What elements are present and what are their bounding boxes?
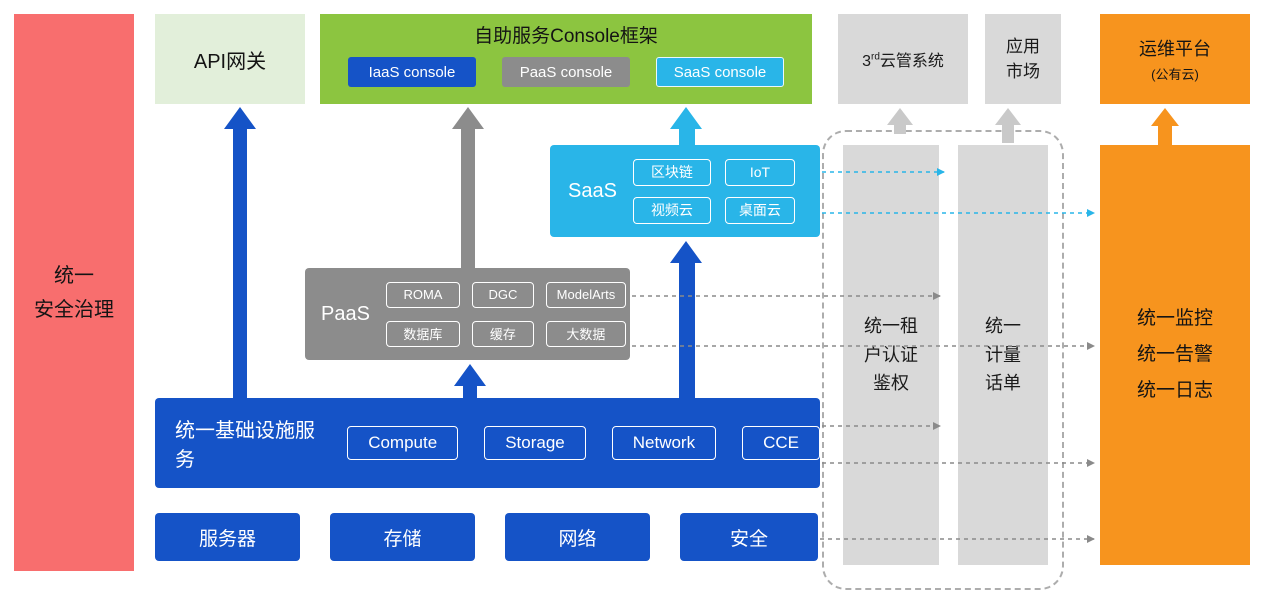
security-box: 安全 bbox=[680, 513, 818, 561]
infra-chip-cce: CCE bbox=[742, 426, 820, 460]
api-gateway-box: API网关 bbox=[155, 14, 305, 104]
metering-billing-bar: 统一 计量 话单 bbox=[958, 145, 1048, 565]
tenant-auth-bar: 统一租 户认证 鉴权 bbox=[843, 145, 939, 565]
paas-console-chip: PaaS console bbox=[502, 57, 630, 87]
security-governance-bar: 统一 安全治理 bbox=[14, 14, 134, 571]
om-platform-label: 运维平台 (公有云) bbox=[1139, 35, 1211, 83]
paas-chip-roma: ROMA bbox=[385, 281, 460, 308]
infra-chip-storage: Storage bbox=[484, 426, 586, 460]
paas-services-grid: ROMA DGC ModelArts 数据库 缓存 大数据 bbox=[385, 281, 626, 347]
monitoring-alarm-log-box: 统一监控 统一告警 统一日志 bbox=[1100, 145, 1250, 565]
infrastructure-box: 统一基础设施服务 Compute Storage Network CCE bbox=[155, 398, 820, 488]
server-box: 服务器 bbox=[155, 513, 300, 561]
iaas-console-chip: IaaS console bbox=[348, 57, 476, 87]
shared-services-dashed-container bbox=[822, 130, 1064, 590]
arrow-infra-to-saas bbox=[670, 241, 702, 398]
paas-chip-database: 数据库 bbox=[385, 320, 460, 347]
saas-chip-video-cloud: 视频云 bbox=[632, 196, 711, 224]
third-party-prefix: 3 bbox=[862, 53, 871, 70]
storage-label: 存储 bbox=[383, 528, 422, 550]
infra-chip-compute: Compute bbox=[347, 426, 459, 460]
saas-box: SaaS 区块链 IoT 视频云 桌面云 bbox=[550, 145, 820, 237]
security-governance-label: 统一 安全治理 bbox=[34, 264, 114, 321]
server-label: 服务器 bbox=[198, 528, 256, 550]
app-market-box: 应用 市场 bbox=[985, 14, 1061, 104]
arrow-infra-to-api-gateway bbox=[224, 107, 256, 398]
paas-box: PaaS ROMA DGC ModelArts 数据库 缓存 大数据 bbox=[305, 268, 630, 360]
network-box: 网络 bbox=[505, 513, 650, 561]
om-platform-line2: (公有云) bbox=[1151, 67, 1199, 82]
saas-chip-desktop-cloud: 桌面云 bbox=[724, 196, 795, 224]
infrastructure-label: 统一基础设施服务 bbox=[175, 420, 315, 471]
arrow-paas-to-console bbox=[452, 107, 484, 268]
third-party-suffix: 云管系统 bbox=[879, 53, 944, 70]
infra-chip-network: Network bbox=[611, 426, 717, 460]
paas-chip-bigdata: 大数据 bbox=[545, 320, 626, 347]
monitoring-alarm-log-label: 统一监控 统一告警 统一日志 bbox=[1136, 307, 1213, 402]
infrastructure-services-row: Compute Storage Network CCE bbox=[347, 426, 820, 460]
paas-chip-cache: 缓存 bbox=[471, 320, 534, 347]
metering-billing-label: 统一 计量 话单 bbox=[985, 315, 1021, 394]
paas-chip-modelarts: ModelArts bbox=[545, 281, 626, 308]
third-party-superscript: rd bbox=[870, 51, 880, 63]
tenant-auth-label: 统一租 户认证 鉴权 bbox=[864, 315, 918, 394]
third-party-cloud-label: 3rd云管系统 bbox=[862, 47, 944, 71]
saas-label: SaaS bbox=[568, 179, 617, 202]
om-platform-line1: 运维平台 bbox=[1139, 39, 1211, 59]
arrow-saas-to-console bbox=[670, 107, 702, 145]
arrow-infra-to-paas bbox=[454, 364, 486, 398]
saas-services-grid: 区块链 IoT 视频云 桌面云 bbox=[632, 158, 795, 224]
saas-chip-blockchain: 区块链 bbox=[632, 158, 711, 186]
arrow-monitoring-to-om-platform bbox=[1151, 108, 1179, 146]
saas-chip-iot: IoT bbox=[724, 158, 795, 186]
paas-chip-dgc: DGC bbox=[471, 281, 534, 308]
storage-box: 存储 bbox=[330, 513, 475, 561]
paas-label: PaaS bbox=[321, 302, 370, 325]
om-platform-box: 运维平台 (公有云) bbox=[1100, 14, 1250, 104]
third-party-cloud-box: 3rd云管系统 bbox=[838, 14, 968, 104]
api-gateway-label: API网关 bbox=[193, 50, 267, 73]
console-framework-title: 自助服务Console框架 bbox=[474, 26, 658, 47]
security-label: 安全 bbox=[729, 528, 768, 550]
network-label: 网络 bbox=[558, 528, 597, 550]
saas-console-chip: SaaS console bbox=[656, 57, 784, 87]
console-framework-box: 自助服务Console框架 IaaS console PaaS console … bbox=[320, 14, 812, 104]
console-chips-row: IaaS console PaaS console SaaS console bbox=[348, 57, 784, 87]
app-market-label: 应用 市场 bbox=[1006, 36, 1040, 82]
